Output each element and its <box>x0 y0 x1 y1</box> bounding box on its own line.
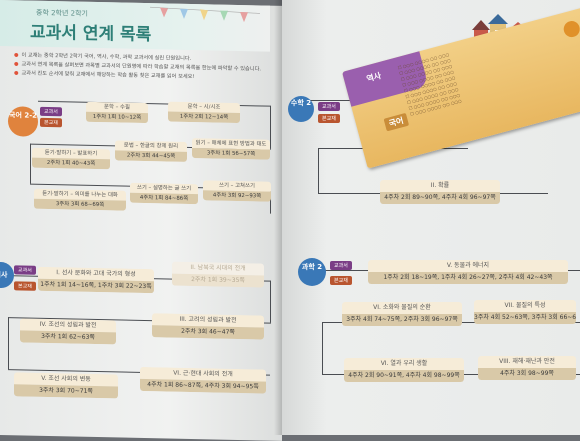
korean-card: 문법 – 한글의 창제 원리 2주차 3회 44~45쪽 <box>115 140 187 162</box>
card-pages: 1주차 2회 18~19쪽, 1주차 4회 26~27쪽, 2주차 4회 42~… <box>368 272 568 284</box>
science-card: V. 동물과 에너지 1주차 2회 18~19쪽, 1주차 4회 26~27쪽,… <box>368 260 568 284</box>
tag-companion: 본교재 <box>40 117 62 128</box>
tag-companion: 본교재 <box>330 276 352 285</box>
history-card: V. 조선 사회의 변동 3주차 3회 70~71쪽 <box>14 372 118 399</box>
card-pages: 4주차 1회 84~86쪽 <box>130 192 198 205</box>
korean-card: 쓰기 – 고쳐쓰기 4주차 3회 92~93쪽 <box>203 180 271 202</box>
flow-line <box>30 143 31 184</box>
tag-textbook: 교과서 <box>330 261 352 270</box>
korean-badge: 국어 2-2 <box>8 106 38 137</box>
card-title: VIII. 재해·재난과 안전 <box>478 356 576 368</box>
korean-card: 문학 – 수필 1주차 1회 10~12쪽 <box>86 101 148 124</box>
card-pages: 4주차 2회 90~91쪽, 4주차 4회 98~99쪽 <box>344 370 464 382</box>
card-title: VI. 열과 우리 생활 <box>344 358 464 370</box>
card-pages: 3주차 1회 56~57쪽 <box>192 148 270 160</box>
tag-textbook: 교과서 <box>318 102 340 111</box>
history-badge: 역사 <box>0 261 14 289</box>
bookmark-label-korean: 국어 <box>383 112 409 132</box>
tag-textbook: 교과서 <box>14 265 36 275</box>
tag-textbook: 교과서 <box>40 106 62 117</box>
card-pages: 4주차 2회 89~90쪽, 4주차 4회 96~97쪽 <box>380 192 500 204</box>
history-card: IV. 조선의 성립과 발전 3주차 1회 62~63쪽 <box>20 318 116 345</box>
science-card: VI. 소화와 물질의 순환 3주차 4회 74~75쪽, 2주차 3회 96~… <box>342 302 462 326</box>
card-pages: 2주차 3회 46~47쪽 <box>152 325 264 340</box>
card-pages: 2주차 3회 44~45쪽 <box>115 150 187 162</box>
card-title: VI. 소화와 물질의 순환 <box>342 302 462 314</box>
card-pages: 4주차 3회 98~99쪽 <box>478 368 576 380</box>
korean-card: 문학 – 시/시조 1주차 2회 12~14쪽 <box>168 101 240 124</box>
history-card: II. 남북국 시대의 전개 2주차 1회 39~35쪽 <box>172 261 264 288</box>
card-pages: 3주차 1회 62~63쪽 <box>20 330 116 345</box>
flow-line <box>270 280 271 323</box>
card-pages: 3주차 4회 52~63쪽, 3주차 3회 66~67쪽 <box>474 312 576 324</box>
tag-companion: 본교재 <box>318 114 340 123</box>
card-pages: 4주차 1회 86~87쪽, 4주차 3회 94~95쪽 <box>140 378 266 394</box>
flow-line <box>322 322 323 374</box>
korean-card: 듣기·말하기 – 의미를 나누는 대화 3주차 3회 68~69쪽 <box>34 188 126 211</box>
math-badge: 수학 2 <box>288 96 314 122</box>
card-pages: 3주차 4회 74~75쪽, 2주차 3회 96~97쪽 <box>342 314 462 326</box>
intro-line-3: ●교과서 진도 순서에 맞춰 교재에서 해당하는 학습 활동 찾은 교재를 읽어… <box>14 70 195 81</box>
flow-line <box>8 317 9 370</box>
flow-line <box>270 105 271 149</box>
bunting-icon <box>150 6 260 23</box>
history-card: I. 선사 문화와 고대 국가의 형성 1주차 1회 14~16쪽, 1주차 3… <box>38 266 154 294</box>
science-card: VII. 물질의 특성 3주차 4회 52~63쪽, 3주차 3회 66~67쪽 <box>474 300 576 324</box>
card-pages: 1주차 1회 14~16쪽, 1주차 3회 22~23쪽 <box>38 278 154 294</box>
fruit-icon <box>561 19 580 39</box>
korean-card: 듣기·말하기 – 발표하기 2주차 1회 40~43쪽 <box>32 147 110 170</box>
science-card: VIII. 재해·재난과 안전 4주차 3회 98~99쪽 <box>478 356 576 380</box>
card-title: II. 확률 <box>380 180 500 192</box>
card-pages: 2주차 1회 40~43쪽 <box>32 157 110 170</box>
card-pages: 1주차 2회 12~14쪽 <box>168 111 240 124</box>
flow-line <box>304 100 364 101</box>
card-pages: 3주차 3회 68~69쪽 <box>34 198 126 211</box>
korean-card: 읽기 – 매체에 표현 방법과 태도 3주차 1회 56~57쪽 <box>192 138 270 160</box>
card-title: V. 동물과 에너지 <box>368 260 568 272</box>
page-title: 교과서 연계 목록 <box>30 22 152 46</box>
intro-text-3: 교과서 진도 순서에 맞춰 교재에서 해당하는 학습 활동 찾은 교재를 읽어 … <box>21 70 195 81</box>
flow-line <box>318 148 319 193</box>
tag-companion: 본교재 <box>14 281 36 291</box>
bookmark-checklist: ☐ ○○○ ○○○○ ○○ ○○○ ☐ ○○○ ○○○○ ○○ ○○○ ☐ ○○… <box>397 51 463 117</box>
korean-card: 쓰기 – 설명하는 글 쓰기 4주차 1회 84~86쪽 <box>130 182 198 205</box>
card-pages: 1주차 1회 10~12쪽 <box>86 111 148 124</box>
card-title: VII. 물질의 특성 <box>474 300 576 312</box>
math-card: II. 확률 4주차 2회 89~90쪽, 4주차 4회 96~97쪽 <box>380 180 500 204</box>
science-badge: 과학 2 <box>298 258 326 286</box>
card-pages: 2주차 1회 39~35쪽 <box>172 273 264 288</box>
card-pages: 4주차 3회 92~93쪽 <box>203 190 271 202</box>
left-page: 중학 2학년 2학기 교과서 연계 목록 ●이 교재는 중학 2학년 2학기 국… <box>0 0 282 441</box>
history-card: III. 고려의 성립과 발전 2주차 3회 46~47쪽 <box>152 313 264 340</box>
card-pages: 3주차 3회 70~71쪽 <box>14 384 118 399</box>
science-card: VI. 열과 우리 생활 4주차 2회 90~91쪽, 4주차 4회 98~99… <box>344 358 464 382</box>
history-card: VI. 근·현대 사회의 전개 4주차 1회 86~87쪽, 4주차 3회 94… <box>140 366 266 394</box>
